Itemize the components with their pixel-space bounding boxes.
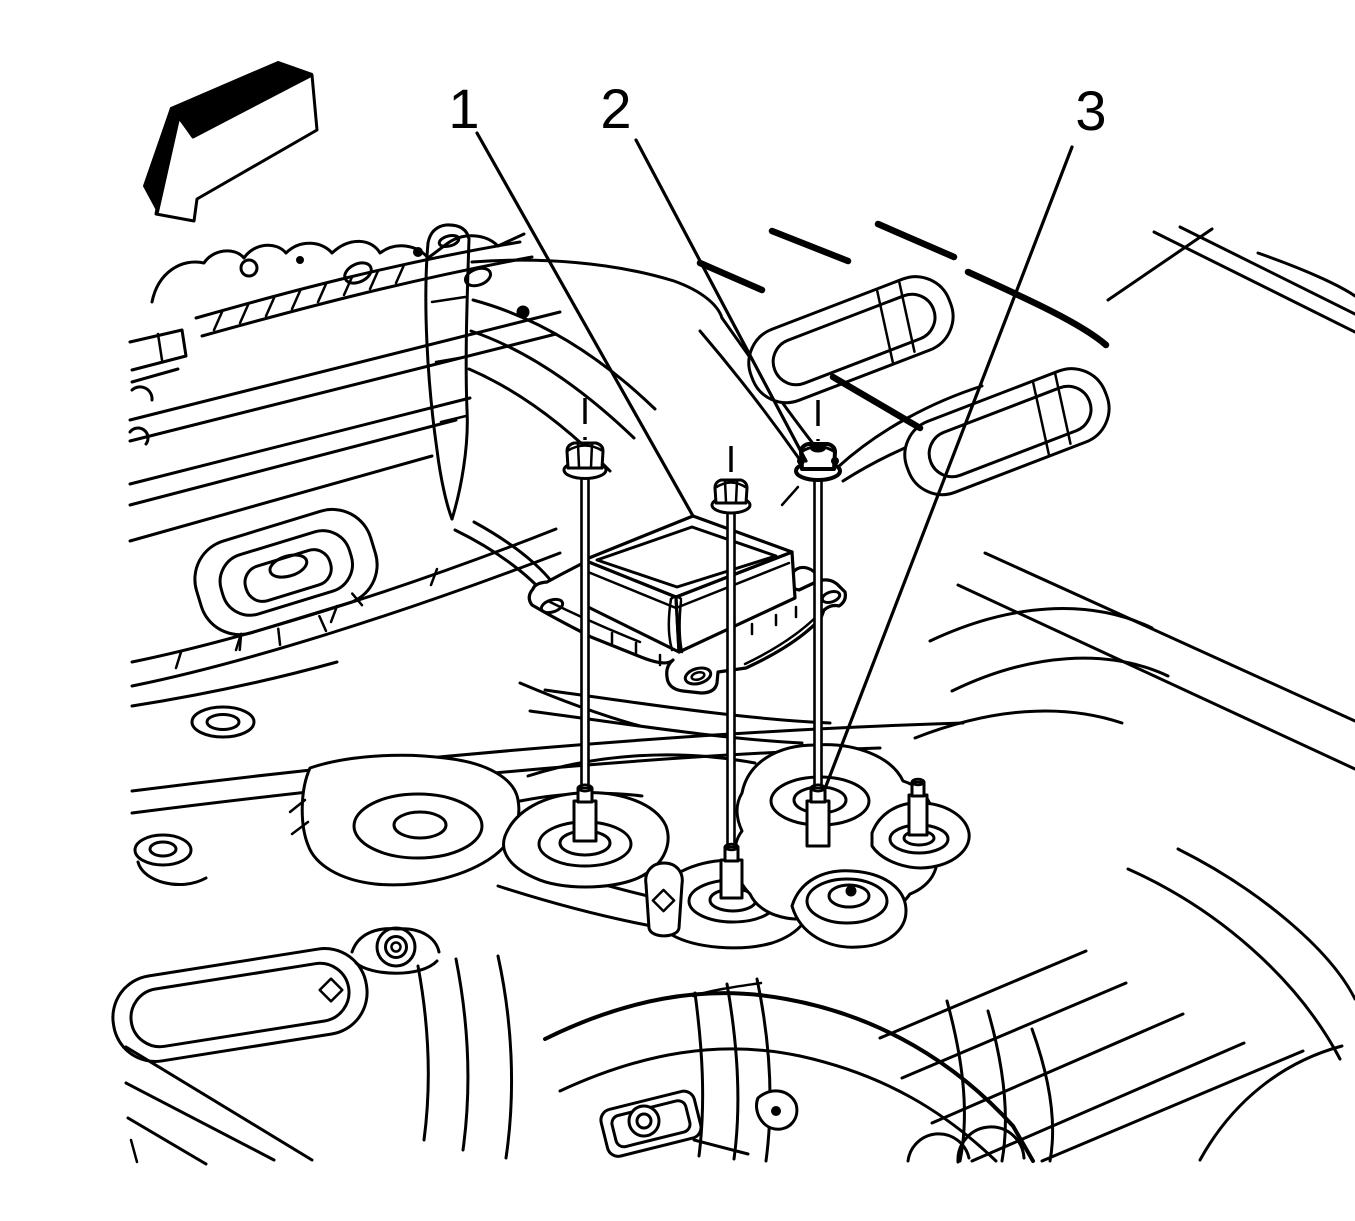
nut-3-axis [813,476,823,792]
bottom-left-panel [111,947,369,1063]
boss-3-washer [790,869,908,949]
bracket-hole-front [683,666,713,686]
nut-3 [794,442,842,482]
stud-3 [805,783,831,848]
callout-2-leader [634,138,808,463]
floorpan-mid-right [913,551,1355,1162]
bracket-hole-left [539,597,565,615]
stamped-dome [193,507,379,652]
callout-2-label: 2 [600,77,631,140]
round-boss-ring [352,792,484,860]
arrow-side-band [143,107,181,213]
seat-anchor-slot-2 [903,367,1111,497]
bolt-1-shank [580,474,590,792]
bolt-2-head [710,478,752,515]
stud-4 [907,777,929,837]
floor-pillar-bracket [424,223,471,521]
stud-1 [572,783,598,843]
keyhole-tab [644,861,684,938]
callouts: 1 2 3 [448,77,1107,788]
floorpan-top-right [696,220,1355,497]
pan-grommet-2 [133,833,193,867]
bolt-2-shank [726,508,736,854]
fasteners [562,398,929,900]
stud-2 [719,842,744,900]
sdm-module [527,514,847,695]
callout-1-label: 1 [448,77,479,140]
arrow-top-band [170,61,313,138]
pan-grommet-1 [190,705,256,739]
floor-tunnel [543,949,1305,1164]
callout-3-label: 3 [1075,79,1106,142]
crossmember-top-left [128,223,1004,543]
front-direction-arrow-icon [143,61,319,223]
round-boss-mound [300,753,521,887]
bolt-1-head [562,441,608,480]
pan-grommet-3 [375,926,417,968]
callout-1-leader [475,131,695,518]
callout-3-leader [824,145,1074,788]
seat-anchor-slot-1 [747,275,955,405]
floorpan-mid-left [130,507,642,739]
